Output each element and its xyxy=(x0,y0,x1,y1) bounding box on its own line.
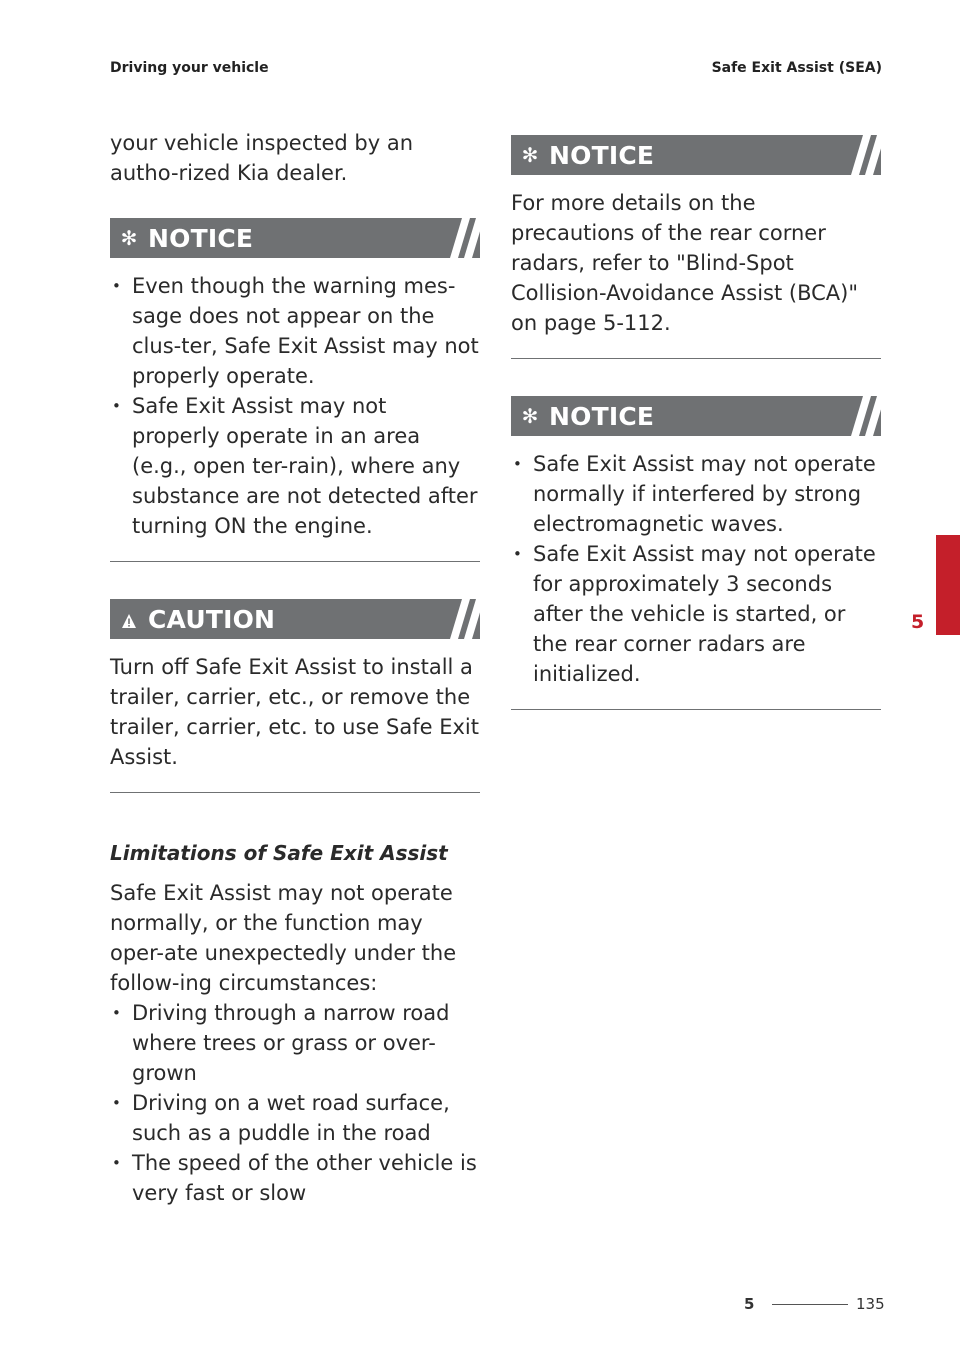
asterisk-icon: ✻ xyxy=(521,404,539,428)
notice-label: NOTICE xyxy=(148,223,254,253)
limitations-bullet-list: Driving through a narrow road where tree… xyxy=(110,998,480,1208)
chapter-tab xyxy=(936,535,960,635)
notice-bullet-list: Safe Exit Assist may not operate normall… xyxy=(511,449,881,689)
intro-paragraph: your vehicle inspected by an autho-rized… xyxy=(110,131,414,185)
section-divider xyxy=(511,358,881,359)
section-heading: Limitations of Safe Exit Assist xyxy=(110,841,448,865)
section-divider xyxy=(511,709,881,710)
caution-text: Turn off Safe Exit Assist to install a t… xyxy=(110,655,479,769)
list-item: Even though the warning mes-sage does no… xyxy=(110,271,480,391)
caution-label: CAUTION xyxy=(148,604,276,634)
notice-banner: ✻ NOTICE xyxy=(511,135,881,175)
notice-text: For more details on the precautions of t… xyxy=(511,191,859,335)
limitations-paragraph: Safe Exit Assist may not operate normall… xyxy=(110,881,457,995)
footer-divider xyxy=(772,1304,848,1305)
list-item: Driving through a narrow road where tree… xyxy=(110,998,480,1088)
chapter-tab-number: 5 xyxy=(911,611,925,633)
section-divider xyxy=(110,561,480,562)
notice-banner: ✻ NOTICE xyxy=(511,396,881,436)
list-item: Safe Exit Assist may not operate for app… xyxy=(511,539,881,689)
banner-stripes-icon xyxy=(851,396,881,436)
list-item: Driving on a wet road surface, such as a… xyxy=(110,1088,480,1148)
running-header-right: Safe Exit Assist (SEA) xyxy=(711,60,882,76)
banner-stripes-icon xyxy=(450,218,480,258)
warning-triangle-icon xyxy=(110,599,148,639)
caution-banner: CAUTION xyxy=(110,599,480,639)
banner-stripes-icon xyxy=(450,599,480,639)
list-item: Safe Exit Assist may not properly operat… xyxy=(110,391,480,541)
notice-bullet-list: Even though the warning mes-sage does no… xyxy=(110,271,480,541)
notice-banner: ✻ NOTICE xyxy=(110,218,480,258)
list-item: Safe Exit Assist may not operate normall… xyxy=(511,449,881,539)
notice-label: NOTICE xyxy=(549,401,655,431)
page-number: 135 xyxy=(856,1295,885,1313)
right-column: ✻ NOTICE For more details on the precaut… xyxy=(511,135,881,710)
running-header-left: Driving your vehicle xyxy=(110,60,269,76)
notice-label: NOTICE xyxy=(549,140,655,170)
left-column: your vehicle inspected by an autho-rized… xyxy=(110,128,480,1208)
list-item: The speed of the other vehicle is very f… xyxy=(110,1148,480,1208)
asterisk-icon: ✻ xyxy=(120,226,138,250)
section-divider xyxy=(110,792,480,793)
footer-chapter: 5 xyxy=(744,1295,755,1313)
banner-stripes-icon xyxy=(851,135,881,175)
asterisk-icon: ✻ xyxy=(521,143,539,167)
